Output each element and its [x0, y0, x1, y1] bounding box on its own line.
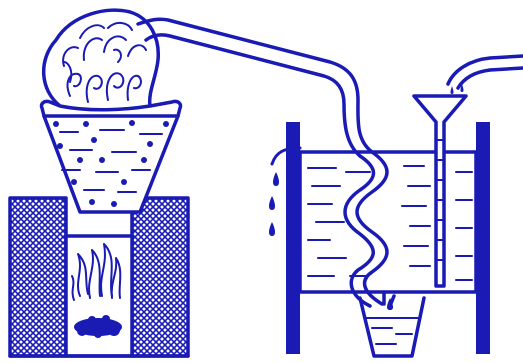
furnace-left-wall: [10, 198, 66, 356]
furnace-right-wall: [132, 198, 188, 356]
overflow-drips: [269, 172, 279, 236]
tank-water: [308, 166, 472, 280]
inlet-funnel: [414, 96, 466, 286]
water-supply-pipe: [448, 56, 523, 88]
delivery-pipe: [138, 19, 372, 156]
still-pot: [41, 101, 180, 212]
right-post: [476, 122, 490, 354]
furnace: [10, 198, 188, 356]
left-post: [286, 122, 300, 354]
worm-coil: [345, 152, 394, 306]
condenser-tank: [269, 56, 523, 354]
still-retort: [41, 10, 180, 212]
